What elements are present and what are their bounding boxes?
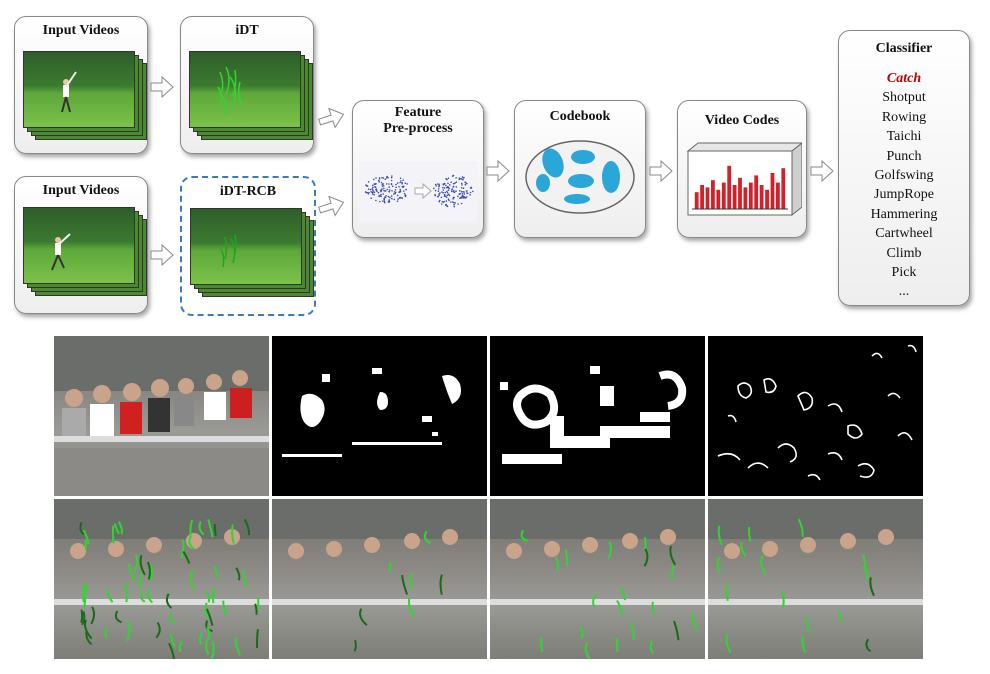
histogram-bar: [716, 189, 721, 209]
histogram-bar: [721, 182, 726, 209]
class-item-hammering: Hammering: [870, 206, 938, 222]
histogram-bar: [711, 180, 715, 209]
histogram-bar: [738, 177, 742, 209]
codebook-box: Codebook: [514, 100, 646, 238]
arrow-icon: [150, 76, 174, 98]
idt-rcb-label: iDT-RCB: [219, 184, 277, 199]
histogram-bar: [765, 189, 769, 209]
histogram-bar: [781, 168, 786, 209]
histogram-bar: [700, 185, 704, 209]
arrow-icon: [150, 244, 174, 266]
histogram-bar: [748, 182, 753, 209]
idt-box: iDT: [180, 16, 314, 154]
edge-panel: [708, 336, 923, 496]
classifier-box: Classifier Catch Shotput Rowing Taichi P…: [838, 30, 970, 306]
arrow-icon: [810, 160, 834, 182]
video-codes-histogram: [686, 142, 802, 217]
class-item-shotput: Shotput: [882, 90, 926, 106]
scatter-preprocess-graphic: [359, 161, 477, 221]
histogram-bar: [694, 192, 699, 209]
video-frame: [23, 207, 135, 284]
class-item-climb: Climb: [886, 245, 922, 261]
histogram-bar: [770, 173, 775, 209]
idt-rcb-frame: [190, 208, 302, 285]
class-item-punch: Punch: [886, 148, 922, 164]
feature-preprocess-label-1: Feature: [394, 105, 442, 120]
arrow-icon: [649, 160, 673, 182]
idt-label: iDT: [235, 23, 259, 38]
class-item-taichi: Taichi: [886, 129, 922, 145]
arrow-icon: [318, 196, 345, 217]
trajectory-panel-4: [708, 499, 923, 659]
histogram-bar: [759, 185, 764, 209]
class-item-cartwheel: Cartwheel: [875, 226, 933, 242]
feature-preprocess-box: Feature Pre-process: [352, 100, 484, 238]
mask-panel-2: [490, 336, 705, 496]
histogram-bar: [754, 175, 759, 209]
histogram-bar: [705, 187, 710, 209]
class-item-more: ...: [898, 284, 910, 300]
trajectory-panel-2: [272, 499, 487, 659]
rowing-frame-original: [54, 336, 269, 496]
histogram-bar: [743, 187, 748, 209]
class-item-pick: Pick: [891, 265, 917, 281]
classifier-label: Classifier: [875, 41, 933, 56]
histogram-bar: [732, 185, 737, 209]
class-list: Catch Shotput Rowing Taichi Punch Golfsw…: [839, 69, 969, 302]
input-videos-top-label: Input Videos: [42, 23, 120, 38]
input-videos-bottom-box: Input Videos: [14, 176, 148, 314]
histogram-bar: [727, 165, 732, 209]
codebook-clusters-graphic: [525, 140, 635, 214]
trajectory-panel-idt: [54, 499, 269, 659]
idt-rcb-box: iDT-RCB: [180, 176, 316, 316]
video-frame: [23, 51, 135, 128]
mask-panel-1: [272, 336, 487, 496]
class-item-jumprope: JumpRope: [874, 187, 934, 203]
idt-frame: [189, 51, 301, 128]
feature-preprocess-label-2: Pre-process: [383, 121, 453, 136]
class-item-rowing: Rowing: [881, 109, 927, 125]
trajectory-panel-3: [490, 499, 705, 659]
arrow-icon: [318, 107, 345, 128]
video-codes-label: Video Codes: [704, 113, 780, 128]
codebook-label: Codebook: [549, 109, 611, 124]
class-item-golfswing: Golfswing: [874, 168, 934, 184]
arrow-icon: [486, 160, 510, 182]
input-videos-top-box: Input Videos: [14, 16, 148, 154]
input-videos-bottom-label: Input Videos: [42, 183, 120, 198]
histogram-bar: [776, 182, 780, 209]
video-codes-box: Video Codes: [677, 100, 807, 238]
class-item-catch: Catch: [886, 71, 922, 86]
